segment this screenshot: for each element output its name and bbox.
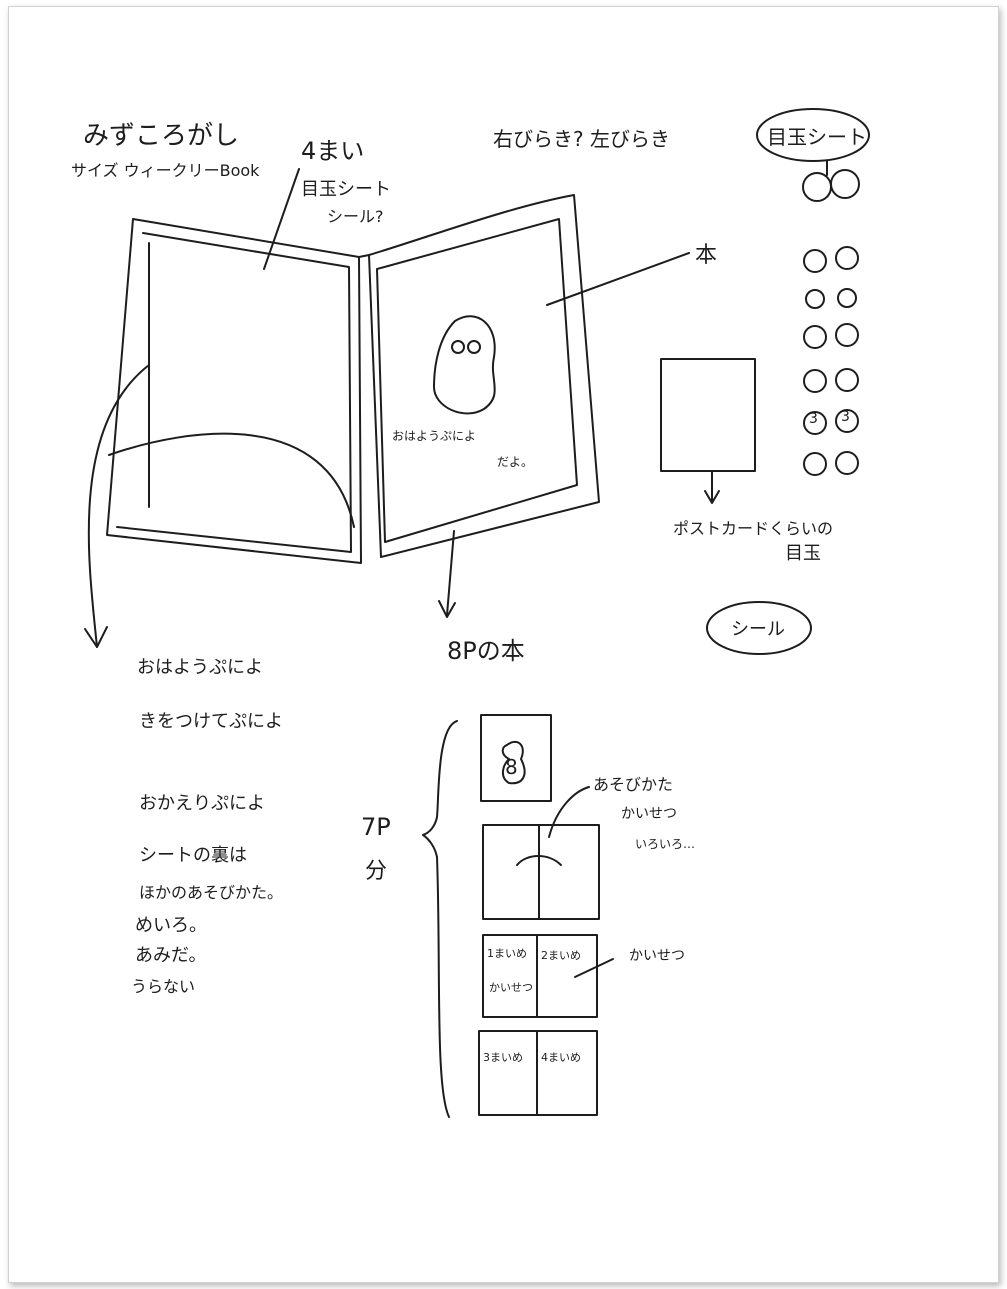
plan-page2: 2まいめ (541, 949, 581, 962)
binding-note: 右びらき? 左びらき (493, 127, 670, 151)
plan-page1-2: かいせつ (489, 981, 533, 994)
postcard-note-1: ポストカードくらいの (673, 519, 834, 538)
eye-sheet-label: 目玉シート (767, 125, 867, 149)
postcard-sheet (660, 358, 756, 472)
pages-brace (422, 720, 458, 1118)
eye-sheet-oval (756, 108, 870, 162)
story-title-2: きをつけてぷによ (139, 711, 283, 732)
note-list-1: めいろ。 (135, 915, 207, 936)
arrow-center (446, 530, 455, 616)
note-list-2: あみだ。 (135, 945, 207, 966)
eye-variant-1: 3 (809, 411, 818, 427)
sheet-kind-1: 目玉シート (301, 179, 391, 200)
plan-thumb-digit: 8 (505, 755, 518, 779)
plan-play-3: いろいろ… (635, 837, 696, 851)
pages-label: 8Pの本 (447, 637, 525, 665)
story-title-3: おかえりぷによ (139, 793, 265, 814)
eye-variant-2: 3 (841, 409, 850, 425)
title-text: みずころがし (83, 121, 240, 151)
arrow-left (87, 364, 150, 648)
sketch-page: みずころがし サイズ ウィークリーBook 4まい 目玉シート シール? 右びら… (8, 6, 999, 1283)
plan-page-1 (480, 714, 552, 802)
book-label: 本 (695, 243, 718, 268)
note-list-3: うらない (131, 977, 196, 996)
plan-explain: かいせつ (629, 948, 685, 964)
plan-page1-1: 1まいめ (487, 947, 527, 960)
cover-text-2: だよ。 (497, 455, 534, 469)
sticker-oval (706, 601, 812, 655)
postcard-note-2: 目玉 (785, 543, 821, 564)
back-note-1: シートの裏は (139, 845, 247, 866)
size-note: サイズ ウィークリーBook (71, 161, 260, 180)
plan-play-1: あそびかた (593, 775, 674, 794)
cover-text-1: おはようぷによ (392, 429, 477, 443)
plan-side-label-2: 分 (365, 859, 388, 884)
book-left-page (106, 218, 362, 564)
plan-side-label-1: 7P (361, 813, 391, 841)
plan-play-2: かいせつ (621, 806, 677, 822)
plan-page-2 (482, 824, 600, 920)
book-right-page (368, 194, 600, 558)
sheet-kind-2: シール? (327, 207, 384, 226)
sheet-count: 4まい (301, 137, 365, 165)
sticker-label: シール (731, 619, 785, 640)
story-title-1: おはようぷによ (137, 657, 263, 678)
sketch-drawing (84, 108, 870, 1118)
back-note-2: ほかのあそびかた。 (139, 883, 284, 902)
plan-page-3 (482, 934, 598, 1018)
plan-page4: 4まいめ (541, 1051, 581, 1064)
plan-page3: 3まいめ (483, 1051, 523, 1064)
mascot-blob (433, 315, 496, 415)
